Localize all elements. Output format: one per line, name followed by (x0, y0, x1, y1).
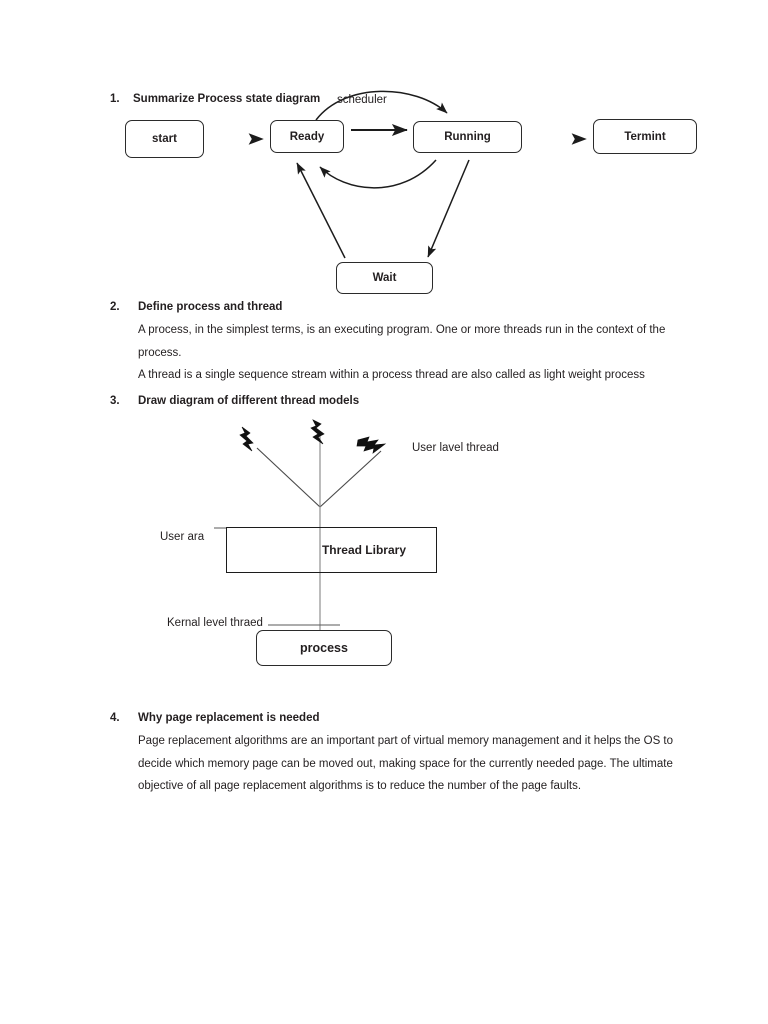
state-box-termint[interactable]: Termint (593, 119, 697, 154)
arrow-running-to-wait (427, 159, 470, 258)
thread-bolt-icon-left (239, 426, 254, 452)
user-area-label: User ara (160, 531, 205, 543)
question-4-body: Page replacement algorithms are an impor… (138, 735, 674, 792)
question-3-heading: Draw diagram of different thread models (138, 395, 360, 407)
process-box[interactable]: process (256, 630, 392, 666)
kernel-level-thread-label: Kernal level thraed (167, 617, 263, 629)
question-2-heading: Define process and thread (138, 301, 283, 313)
thread-bolt-icon-right (356, 436, 387, 454)
thread-fan-line-left (256, 447, 321, 508)
question-1-heading: Summarize Process state diagram (133, 93, 321, 105)
state-box-running[interactable]: Running (413, 121, 522, 153)
arrow-running-to-ready (319, 159, 437, 189)
thread-library-box[interactable]: Thread Library (226, 527, 437, 573)
question-4-number: 4. (110, 712, 120, 724)
thread-bolt-icon-center (310, 419, 325, 445)
user-level-thread-label: User lavel thread (412, 442, 499, 454)
state-box-start[interactable]: start (125, 120, 204, 158)
question-2-number: 2. (110, 301, 120, 313)
state-box-wait[interactable]: Wait (336, 262, 433, 294)
question-1-number: 1. (110, 93, 120, 105)
arrow-wait-to-ready (296, 162, 346, 259)
question-4-heading: Why page replacement is needed (138, 712, 320, 724)
thread-fan-line-right (319, 450, 382, 508)
question-2-body: A process, in the simplest terms, is an … (138, 324, 666, 381)
question-3-number: 3. (110, 395, 120, 407)
state-box-ready[interactable]: Ready (270, 120, 344, 153)
scheduler-label: scheduler (337, 94, 387, 106)
